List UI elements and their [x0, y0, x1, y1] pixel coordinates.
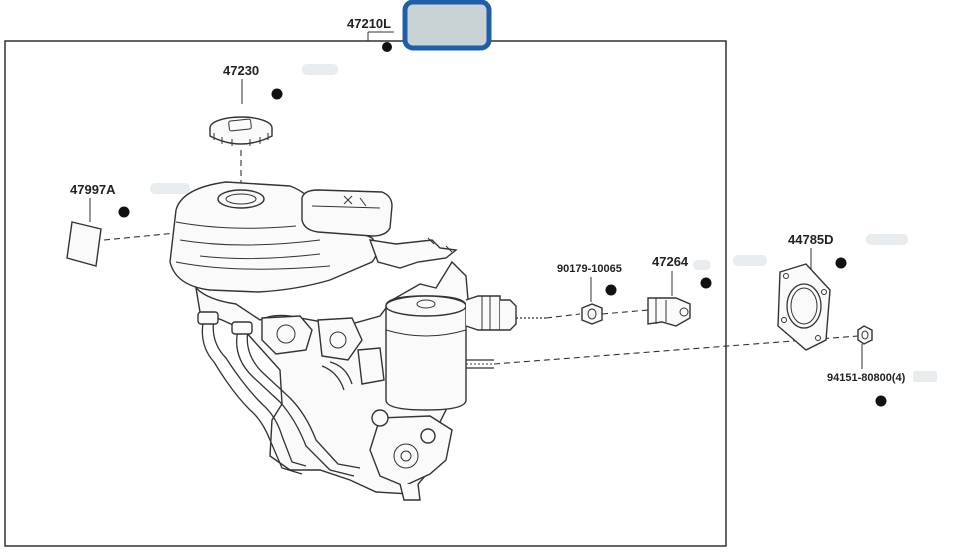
highlight-pill [733, 255, 767, 266]
assembly-line [545, 313, 581, 319]
marker-dot [271, 88, 283, 100]
part-label-94151-80800[interactable]: 94151-80800(4) [827, 372, 906, 384]
selected-part-highlight[interactable] [402, 0, 492, 51]
part-callout-47997a[interactable]: 47997A [66, 182, 190, 267]
highlight-pill [866, 234, 908, 245]
gasket-drawing [777, 263, 831, 351]
marker-dot [700, 277, 712, 289]
part-label-47230[interactable]: 47230 [223, 63, 259, 78]
label-sticker-drawing [66, 221, 102, 267]
highlight-pill [150, 183, 190, 194]
marker-dot [118, 206, 130, 218]
marker-dot [382, 42, 392, 52]
part-callout-47230[interactable]: 47230 [223, 63, 338, 104]
master-cylinder-assembly-drawing [169, 181, 546, 501]
bracket-drawing [647, 297, 691, 327]
marker-dot [605, 284, 617, 296]
highlight-pill [302, 64, 338, 75]
part-callout-90179-10065[interactable]: 90179-10065 [557, 263, 649, 325]
part-label-90179-10065[interactable]: 90179-10065 [557, 263, 622, 275]
part-label-47264[interactable]: 47264 [652, 254, 689, 269]
reservoir-cap-drawing [209, 116, 273, 190]
hex-nut-drawing [857, 325, 873, 345]
marker-dot [835, 257, 847, 269]
part-callout-94151-80800[interactable]: 94151-80800(4) [827, 325, 937, 407]
part-label-47997a[interactable]: 47997A [70, 182, 116, 197]
highlight-pill [913, 371, 937, 382]
part-label-47210l[interactable]: 47210L [347, 16, 391, 31]
highlight-pill [693, 260, 711, 270]
marker-dot [875, 395, 887, 407]
nut-drawing [581, 303, 603, 325]
part-callout-44785d[interactable]: 44785D [733, 232, 908, 351]
diagram-frame [4, 40, 727, 547]
part-label-44785d[interactable]: 44785D [788, 232, 834, 247]
part-callout-47264[interactable]: 47264 [647, 254, 712, 327]
part-callout-47210l[interactable]: 47210L [347, 16, 394, 52]
